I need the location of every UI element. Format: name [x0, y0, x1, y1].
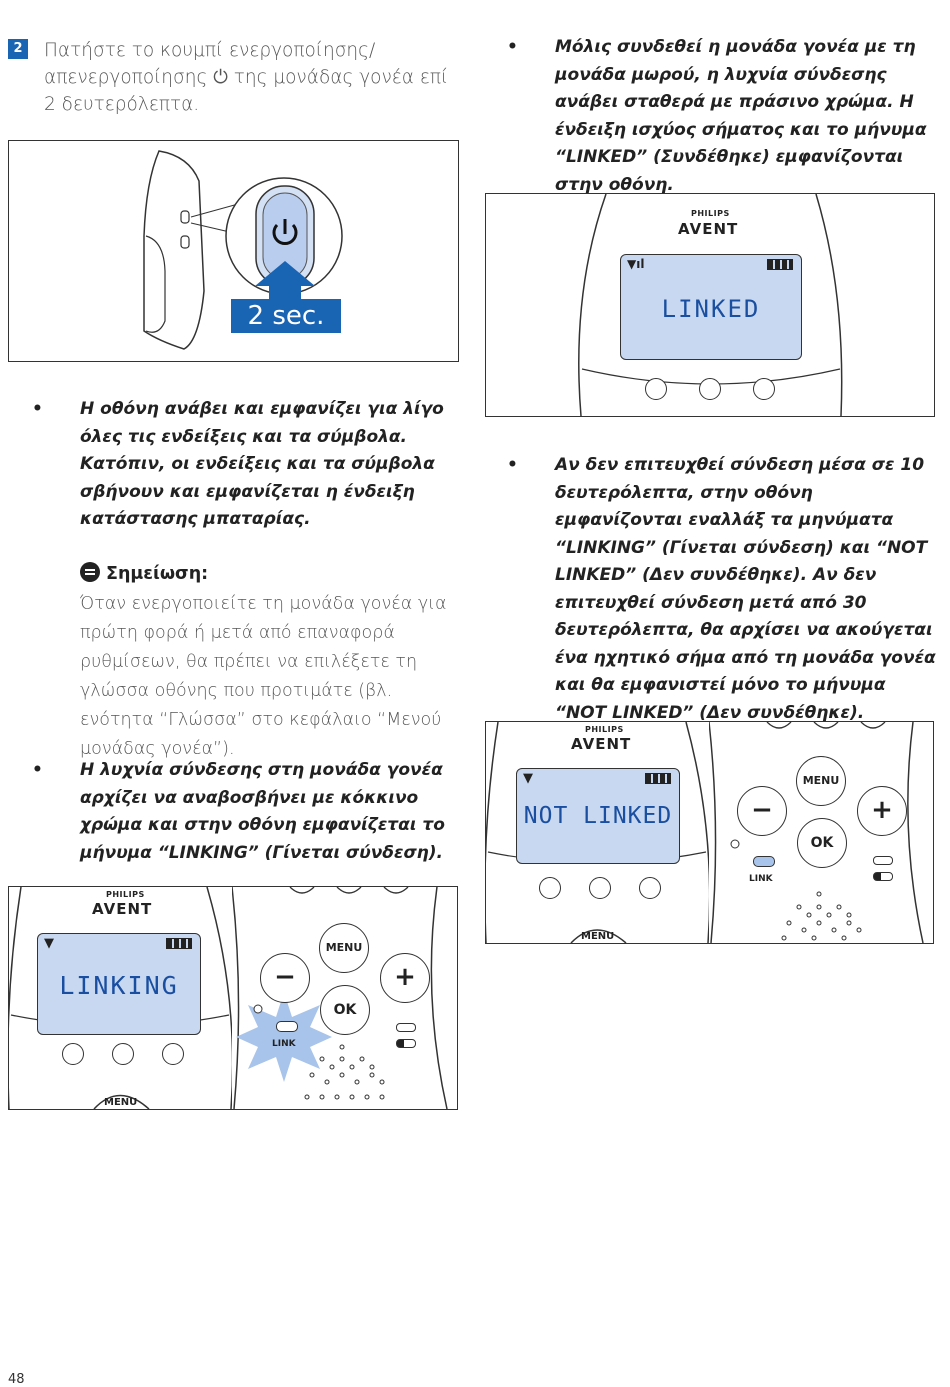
bullet-display-on-text: Η οθόνη ανάβει και εμφανίζει για λίγο όλ…	[80, 399, 444, 529]
brand-avent: AVENT	[678, 220, 739, 238]
bullet-not-linked: • Αν δεν επιτευχθεί σύνδεση μέσα σε 10 δ…	[507, 452, 940, 727]
signal-icon: ▼	[523, 771, 533, 786]
device-button-left	[62, 1043, 84, 1065]
figure-not-linked-screen: PHILIPS AVENT ▼ NOT LINKED MENU	[485, 721, 711, 944]
flash-burst-icon	[236, 992, 332, 1082]
bullet-linked-text: Μόλις συνδεθεί η μονάδα γονέα με τη μονά…	[555, 37, 927, 195]
figure-control-panel: MENU − + OK LINK	[709, 721, 934, 944]
battery-icon	[166, 938, 192, 949]
power-button-illustration	[143, 150, 343, 350]
lcd-screen: ▼ NOT LINKED	[516, 768, 680, 864]
bullet-display-on: • Η οθόνη ανάβει και εμφανίζει για λίγο …	[32, 396, 450, 534]
device-button-right	[162, 1043, 184, 1065]
ok-button: OK	[320, 985, 370, 1035]
note-body: Όταν ενεργοποιείτε τη μονάδα γονέα για π…	[80, 594, 447, 759]
device-button-center	[699, 378, 721, 400]
signal-strength-icon: ▼ıl	[627, 257, 645, 271]
link-label: LINK	[749, 874, 773, 884]
lcd-message: LINKED	[661, 295, 761, 323]
figure-linking-screen: PHILIPS AVENT ▼ LINKING MENU	[8, 886, 234, 1110]
figure-power-button: 2 sec.	[8, 140, 459, 362]
brand-avent: AVENT	[571, 735, 632, 753]
device-button-right	[639, 877, 661, 899]
indicator-light	[396, 1023, 416, 1032]
minus-button: −	[260, 953, 310, 1003]
lcd-message: LINKING	[59, 971, 179, 1000]
battery-light	[396, 1039, 416, 1048]
page-number: 48	[8, 1372, 25, 1387]
battery-icon	[767, 259, 793, 270]
lcd-screen: ▼ıl LINKED	[620, 254, 802, 360]
figure-link-light-flashing: MENU − + OK LINK	[232, 886, 458, 1110]
menu-button: MENU	[319, 923, 369, 973]
ok-button: OK	[797, 818, 847, 868]
link-light	[276, 1021, 298, 1032]
brand-philips: PHILIPS	[106, 890, 145, 899]
link-light	[753, 856, 775, 867]
bullet-not-linked-text: Αν δεν επιτευχθεί σύνδεση μέσα σε 10 δευ…	[555, 455, 936, 723]
note-title: Σημείωση:	[106, 564, 209, 584]
menu-button: MENU	[796, 756, 846, 806]
battery-light	[873, 872, 893, 881]
bullet-linking: • Η λυχνία σύνδεσης στη μονάδα γονέα αρχ…	[32, 757, 460, 867]
link-label: LINK	[272, 1039, 296, 1049]
note-heading: Σημείωση:	[80, 562, 208, 584]
lcd-screen: ▼ LINKING	[37, 933, 201, 1035]
control-panel-outline	[709, 722, 924, 943]
device-button-left	[539, 877, 561, 899]
bullet-linked: • Μόλις συνδεθεί η μονάδα γονέα με τη μο…	[507, 34, 935, 199]
device-button-right	[753, 378, 775, 400]
signal-icon: ▼	[44, 936, 54, 951]
device-button-center	[112, 1043, 134, 1065]
control-panel-outline	[232, 887, 448, 1109]
plus-button: +	[857, 786, 907, 836]
note-icon	[80, 562, 100, 582]
indicator-light	[873, 856, 893, 865]
brand-philips: PHILIPS	[691, 209, 730, 218]
device-button-center	[589, 877, 611, 899]
device-menu-label: MENU	[104, 1097, 138, 1108]
step-number: 2	[8, 39, 28, 59]
battery-icon	[645, 773, 671, 784]
bullet-linking-text: Η λυχνία σύνδεσης στη μονάδα γονέα αρχίζ…	[80, 760, 445, 863]
minus-button: −	[737, 786, 787, 836]
duration-badge: 2 sec.	[231, 299, 341, 333]
figure-linked-screen: PHILIPS AVENT ▼ıl LINKED	[485, 193, 935, 417]
device-button-left	[645, 378, 667, 400]
device-menu-label: MENU	[581, 931, 615, 942]
brand-philips: PHILIPS	[585, 725, 624, 734]
power-icon	[272, 219, 298, 245]
step-text: Πατήστε το κουμπί ενεργοποίησης/ απενεργ…	[44, 40, 449, 115]
plus-button: +	[380, 953, 430, 1003]
brand-avent: AVENT	[92, 900, 153, 918]
lcd-message: NOT LINKED	[523, 803, 673, 829]
